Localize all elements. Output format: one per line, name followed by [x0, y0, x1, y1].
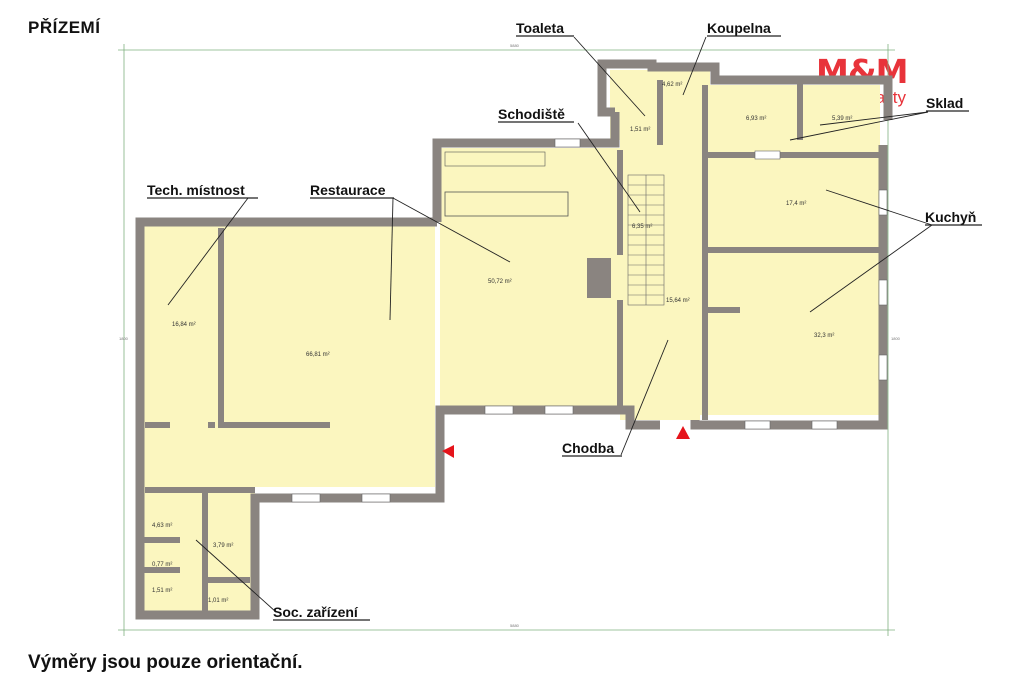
area-schodiste: 6,35 m² — [632, 224, 652, 230]
entrance-marker-left — [442, 445, 454, 458]
windows — [291, 138, 888, 503]
label-soc: Soc. zařízení — [273, 604, 359, 620]
leader-lines — [167, 36, 933, 613]
floor-title: PŘÍZEMÍ — [28, 18, 101, 37]
dim-left: 1800 — [119, 336, 129, 341]
area-soc-b: 3,79 m² — [213, 543, 233, 549]
area-kuchyn-b: 32,3 m² — [814, 333, 834, 339]
inner-walls — [140, 80, 883, 612]
area-chodba: 15,64 m² — [666, 298, 690, 304]
dimension-frame — [118, 44, 895, 636]
area-restaurace-bar: 50,72 m² — [488, 279, 512, 285]
bar-shelf — [444, 151, 546, 167]
area-soc-d: 1,51 m² — [152, 588, 172, 594]
area-sklad-a: 6,93 m² — [746, 116, 766, 122]
label-sklad: Sklad — [926, 95, 963, 111]
chimney — [587, 258, 611, 298]
area-restaurace: 66,81 m² — [306, 352, 330, 358]
label-tech: Tech. místnost — [147, 182, 245, 198]
area-koupelna: 4,62 m² — [662, 82, 682, 88]
label-kuchyn: Kuchyň — [925, 209, 976, 225]
label-restaurace: Restaurace — [310, 182, 386, 198]
area-tech: 16,84 m² — [172, 322, 196, 328]
dim-top: 5880 — [510, 43, 520, 48]
area-soc-c: 0,77 m² — [152, 562, 172, 568]
area-toaleta: 1,51 m² — [630, 127, 650, 133]
area-soc-a: 4,63 m² — [152, 523, 172, 529]
bar-counter — [444, 191, 569, 217]
footer-note: Výměry jsou pouze orientační. — [28, 652, 303, 673]
area-kuchyn-a: 17,4 m² — [786, 201, 806, 207]
staircase — [627, 174, 665, 306]
area-soc-e: 1,01 m² — [208, 598, 228, 604]
area-sklad-b: 5,39 m² — [832, 116, 852, 122]
label-chodba: Chodba — [562, 440, 614, 456]
label-koupelna: Koupelna — [707, 20, 771, 36]
entrance-marker-right — [676, 426, 690, 439]
label-schodiste: Schodiště — [498, 106, 565, 122]
label-toaleta: Toaleta — [516, 20, 564, 36]
dim-bottom: 5880 — [510, 623, 520, 628]
dim-right: 1800 — [891, 336, 901, 341]
